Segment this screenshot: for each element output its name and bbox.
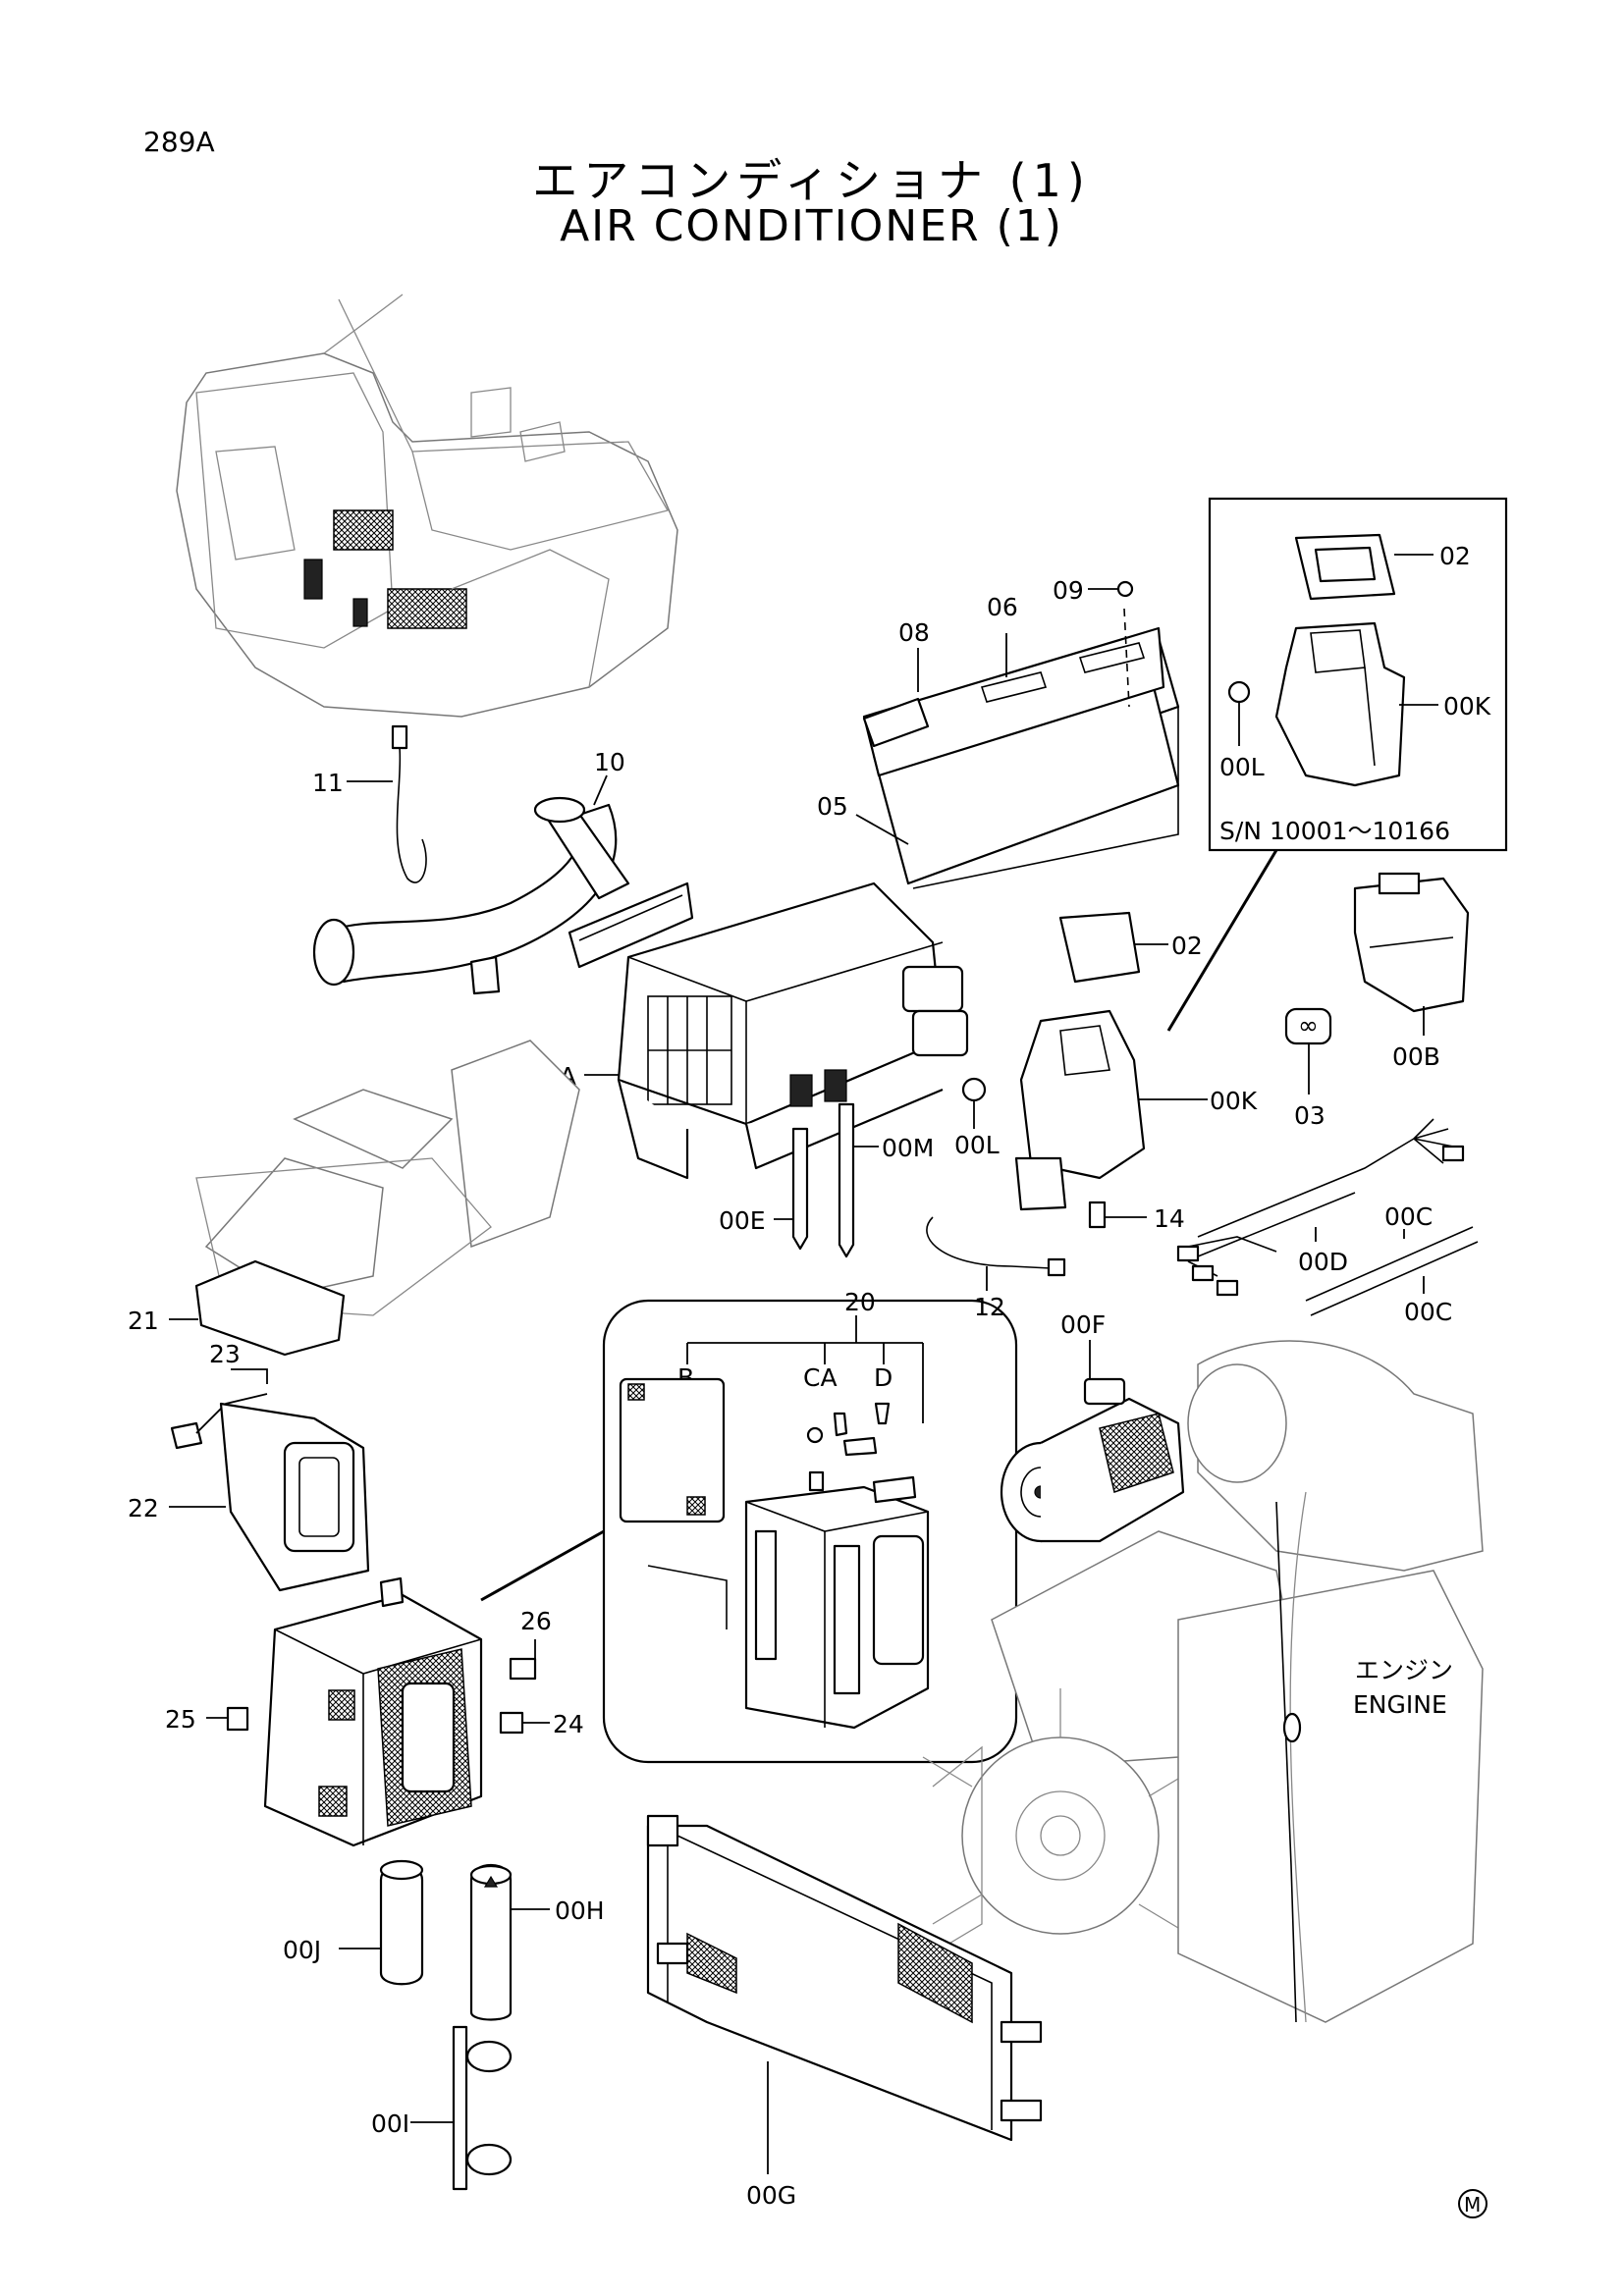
engine-label-japanese: エンジン: [1355, 1656, 1453, 1684]
rods-and-bolt: 00E 00M 12 14: [719, 1102, 1185, 1321]
label-D: D: [874, 1363, 893, 1392]
middle-duct-parts: 02 00K 00L: [954, 911, 1258, 1211]
label-00E: 00E: [719, 1206, 766, 1235]
label-25: 25: [165, 1705, 196, 1734]
label-24: 24: [553, 1710, 584, 1738]
label-10: 10: [594, 748, 625, 776]
page-code: 289A: [143, 126, 215, 158]
label-00J: 00J: [283, 1936, 321, 1964]
controller-and-cap: 00B ∞ 03: [1284, 872, 1470, 1130]
label-14: 14: [1154, 1204, 1185, 1233]
label-00M: 00M: [882, 1134, 934, 1162]
corner-mark-letter: M: [1464, 2193, 1481, 2216]
compressor: 00F: [1000, 1310, 1185, 1543]
serial-variant-inset: 02 00K 00L S/N 10001～10166: [1166, 497, 1508, 1032]
label-02-inset: 02: [1439, 542, 1471, 570]
label-00C-lower: 00C: [1404, 1298, 1452, 1326]
blower-housing: 26 25 24: [165, 1576, 584, 1847]
label-20: 20: [844, 1288, 876, 1316]
label-00D: 00D: [1298, 1248, 1348, 1276]
label-21: 21: [128, 1307, 159, 1335]
label-09: 09: [1053, 576, 1084, 605]
detail-callout-20: 20 B CA D: [480, 1288, 1018, 1764]
wiring-harness: 00D 00C 00C: [1176, 1118, 1479, 1326]
corner-mark: M: [1458, 2189, 1488, 2218]
left-bracket-parts: 21 23 22: [128, 1040, 580, 1592]
engine-drawing: エンジン ENGINE: [922, 1340, 1484, 2023]
receiver-dryers: 00J 00H 00I: [283, 1859, 605, 2191]
label-00B: 00B: [1392, 1042, 1440, 1071]
svg-text:∞: ∞: [1298, 1011, 1319, 1040]
page-title: AIR CONDITIONER (1): [560, 201, 1063, 251]
label-00L: 00L: [954, 1131, 1000, 1159]
label-00K-inset: 00K: [1443, 692, 1491, 721]
label-12: 12: [974, 1293, 1005, 1321]
label-22: 22: [128, 1494, 159, 1522]
label-03: 03: [1294, 1101, 1325, 1130]
label-08: 08: [898, 618, 930, 647]
label-CA: CA: [803, 1363, 838, 1392]
air-hose-and-tie: 10 11: [312, 724, 694, 995]
engine-label: ENGINE: [1353, 1690, 1447, 1719]
label-00C-upper: 00C: [1384, 1202, 1433, 1231]
label-00K: 00K: [1210, 1087, 1258, 1115]
upper-duct-assembly: 09 06 08 05: [817, 576, 1180, 889]
label-05: 05: [817, 792, 848, 821]
label-11: 11: [312, 769, 344, 797]
condenser: 00G: [646, 1814, 1043, 2210]
page-title-japanese: エアコンディショナ (1): [532, 154, 1091, 207]
excavator-overview-drawing: [176, 294, 678, 718]
serial-number-range: S/N 10001～10166: [1219, 817, 1450, 845]
label-00H: 00H: [555, 1896, 605, 1925]
label-00F: 00F: [1060, 1310, 1106, 1339]
label-00G: 00G: [746, 2181, 796, 2210]
label-23: 23: [209, 1340, 241, 1368]
label-26: 26: [520, 1607, 552, 1635]
label-06: 06: [987, 593, 1018, 621]
label-00I: 00I: [371, 2109, 409, 2138]
label-00L-inset: 00L: [1219, 753, 1265, 781]
label-02: 02: [1171, 932, 1203, 960]
